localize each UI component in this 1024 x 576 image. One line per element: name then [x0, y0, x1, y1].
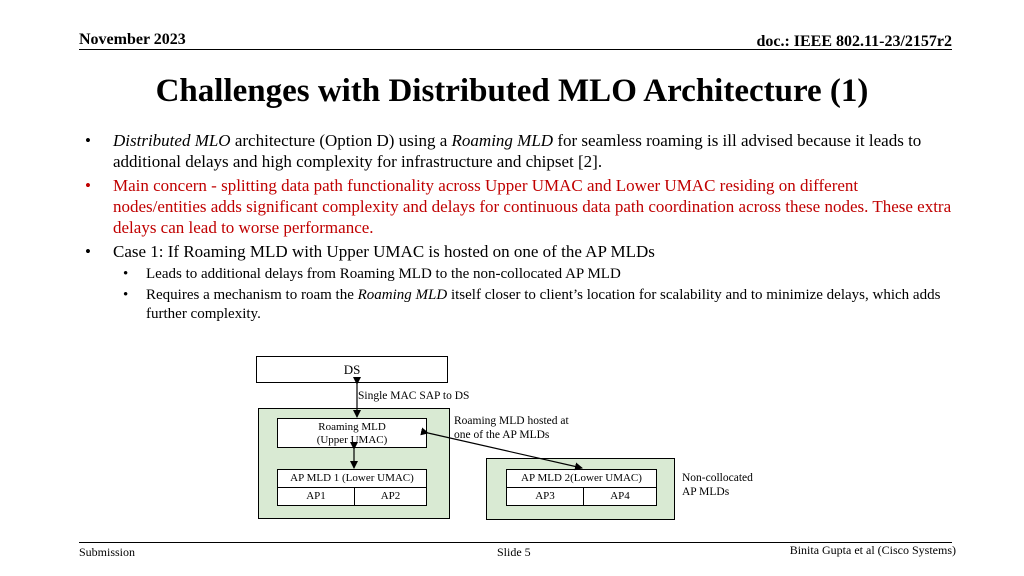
header-doc-id: doc.: IEEE 802.11-23/2157r2: [756, 33, 952, 50]
ap3-label: AP3: [535, 490, 555, 502]
sub-bullet-item: • Requires a mechanism to roam the Roami…: [85, 286, 955, 324]
roaming-mld-sublabel: (Upper UMAC): [316, 434, 388, 446]
roaming-mld-box: Roaming MLD (Upper UMAC): [277, 418, 427, 448]
bullet-list: • Distributed MLO architecture (Option D…: [85, 130, 955, 324]
non-collocated-ap-mld-container: [486, 458, 675, 520]
non-collocated-annotation: Non-collocated AP MLDs: [682, 471, 753, 499]
bullet-marker: •: [123, 266, 129, 282]
bullet-marker: •: [85, 176, 91, 195]
ap-mld-1-box: AP MLD 1 (Lower UMAC): [277, 469, 427, 488]
bullet-marker: •: [123, 287, 129, 303]
bullet-item: • Main concern - splitting data path fun…: [85, 175, 955, 238]
bullet-emphasis: Distributed MLO: [113, 131, 231, 150]
hosted-annotation-line2: one of the AP MLDs: [454, 429, 550, 441]
bullet-item: • Case 1: If Roaming MLD with Upper UMAC…: [85, 241, 955, 262]
bullet-emphasis: Roaming MLD: [357, 287, 448, 303]
non-collocated-line2: AP MLDs: [682, 486, 730, 498]
footer-slide-number: Slide 5: [497, 545, 531, 559]
roaming-mld-label: Roaming MLD: [318, 421, 386, 433]
ap-mld-1-label: AP MLD 1 (Lower UMAC): [290, 472, 414, 484]
footer-author: Binita Gupta et al (Cisco Systems): [789, 543, 956, 557]
ap-mld-2-label: AP MLD 2(Lower UMAC): [521, 472, 642, 484]
ap2-label: AP2: [380, 490, 401, 502]
header-divider: [79, 49, 952, 50]
ap4-box: AP4: [583, 487, 657, 506]
bullet-item: • Distributed MLO architecture (Option D…: [85, 130, 955, 172]
non-collocated-line1: Non-collocated: [682, 472, 753, 484]
bullet-emphasis: Roaming MLD: [451, 131, 554, 150]
sub-bullet-text: Requires a mechanism to roam the: [146, 287, 358, 303]
bullet-marker: •: [85, 242, 91, 261]
bullet-text: Main concern - splitting data path funct…: [113, 176, 952, 237]
sub-bullet-text: Leads to additional delays from Roaming …: [146, 266, 621, 282]
ap2-box: AP2: [354, 487, 427, 506]
slide-title: Challenges with Distributed MLO Architec…: [155, 73, 869, 109]
hosting-ap-mld-container: [258, 408, 450, 519]
bullet-text: for seamless roaming is ill advised beca…: [113, 131, 922, 171]
footer-submission: Submission: [79, 545, 136, 559]
ds-box: DS: [256, 356, 448, 383]
bullet-text: Case 1: If Roaming MLD with Upper UMAC i…: [113, 242, 655, 261]
hosted-annotation-line1: Roaming MLD hosted at: [454, 415, 569, 427]
footer-divider: [79, 542, 952, 543]
ap3-box: AP3: [506, 487, 584, 506]
header-date: November 2023: [79, 31, 186, 48]
ap1-label: AP1: [306, 490, 326, 502]
ap-mld-2-box: AP MLD 2(Lower UMAC): [506, 469, 657, 488]
bullet-marker: •: [85, 131, 91, 150]
ds-label: DS: [343, 362, 361, 377]
bullet-text: architecture (Option D) using a: [230, 131, 452, 150]
roaming-mld-to-ap-mld2-arrow: [420, 427, 583, 471]
ap4-label: AP4: [610, 490, 630, 502]
sub-bullet-item: • Leads to additional delays from Roamin…: [85, 265, 955, 284]
ap1-box: AP1: [277, 487, 355, 506]
sap-label: Single MAC SAP to DS: [358, 390, 470, 402]
sub-bullet-text: itself closer to client’s location for s…: [146, 287, 941, 322]
hosted-annotation: Roaming MLD hosted at one of the AP MLDs: [454, 414, 569, 442]
